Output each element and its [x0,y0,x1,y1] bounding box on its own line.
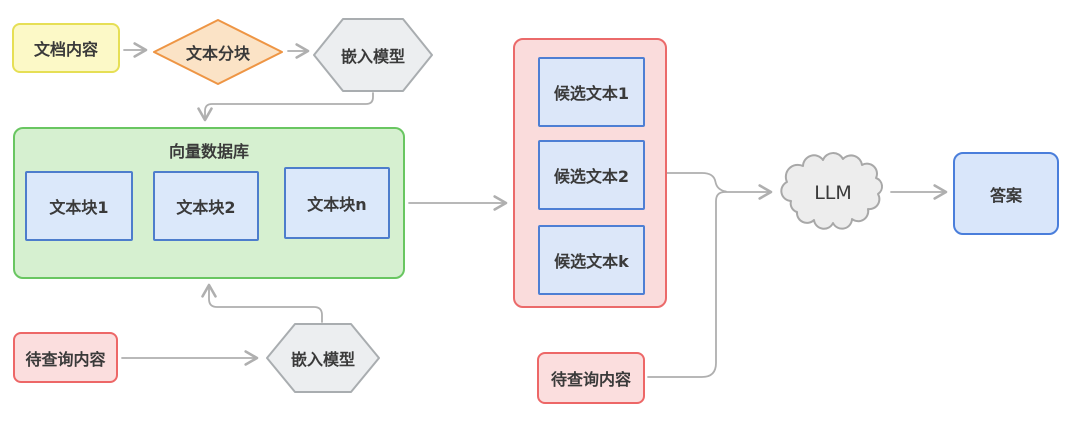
diamond-shape [153,19,283,85]
query-content-mid-label: 待查询内容 [550,370,631,389]
node-embedding-model-bottom: 嵌入模型 [266,323,380,393]
node-llm: LLM [777,149,889,236]
hexagon-shape [266,323,380,393]
embedding-model-bottom-label: 嵌入模型 [290,350,355,369]
node-candidates-container: 候选文本1 候选文本2 候选文本k [513,38,667,308]
node-text-chunking: 文本分块 [152,19,284,85]
cloud-shape [780,152,883,230]
node-text-chunk-2: 文本块2 [153,171,259,241]
hexagon-shape [313,18,433,92]
node-query-content-left: 待查询内容 [13,332,118,383]
node-text-chunk-n: 文本块n [284,167,390,239]
llm-label: LLM [814,181,852,204]
embedding-model-top-label: 嵌入模型 [340,47,405,66]
node-candidate-text-1: 候选文本1 [538,57,645,127]
text-chunk-1-label: 文本块1 [49,198,109,217]
node-answer: 答案 [953,152,1059,235]
node-vector-db: 向量数据库 文本块1 文本块2 文本块n [13,127,405,279]
node-query-content-mid: 待查询内容 [537,352,645,404]
node-doc-content: 文档内容 [12,23,120,73]
candidate-text-k-label: 候选文本k [554,252,629,271]
candidate-text-2-label: 候选文本2 [553,167,630,186]
node-candidate-text-2: 候选文本2 [538,140,645,210]
candidate-text-1-label: 候选文本1 [553,84,630,103]
edge-candidates-to-junction [666,172,727,193]
edge-embedding-to-vectordb-bottom [201,283,323,323]
vector-db-title: 向量数据库 [168,142,249,161]
text-chunk-n-label: 文本块n [307,195,367,214]
edge-query-to-llm [647,184,773,378]
node-candidate-text-k: 候选文本k [538,225,645,295]
doc-content-label: 文档内容 [33,40,98,59]
node-embedding-model-top: 嵌入模型 [313,18,433,92]
text-chunk-2-label: 文本块2 [176,198,236,217]
answer-label: 答案 [989,185,1022,205]
edge-embedding-to-vectordb [197,92,374,122]
node-text-chunk-1: 文本块1 [25,171,133,241]
query-content-left-label: 待查询内容 [25,349,106,369]
text-chunking-label: 文本分块 [185,44,250,63]
